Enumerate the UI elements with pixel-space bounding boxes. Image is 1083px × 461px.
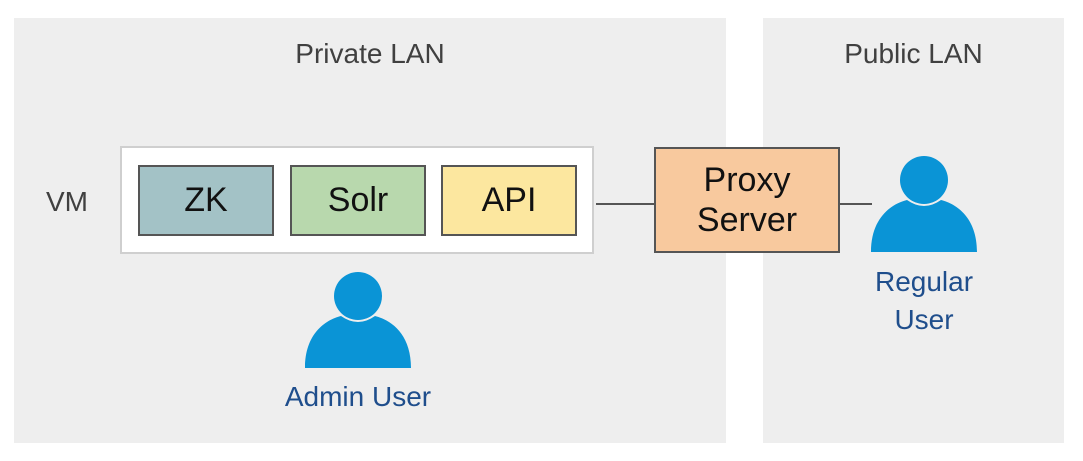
proxy-server-label-line1: Proxy (703, 161, 791, 199)
zk-component: ZK (138, 165, 274, 236)
proxy-server-label-line2: Server (696, 201, 798, 239)
proxy-server-box: Proxy Server (654, 147, 840, 253)
regular-user-label: Regular User (849, 263, 999, 339)
connector-proxy-to-regular-user (840, 203, 872, 205)
admin-user-label: Admin User (284, 381, 432, 412)
api-component: API (441, 165, 577, 236)
regular-user-icon (871, 156, 977, 252)
private-lan-title: Private LAN (295, 38, 445, 69)
vm-label: VM (46, 186, 88, 217)
admin-user-icon (305, 272, 411, 368)
connector-api-to-proxy (596, 203, 654, 205)
regular-user-label-line2: User (894, 304, 954, 335)
regular-user-label-line1: Regular (874, 266, 974, 297)
solr-component: Solr (290, 165, 426, 236)
public-lan-title: Public LAN (844, 38, 983, 69)
